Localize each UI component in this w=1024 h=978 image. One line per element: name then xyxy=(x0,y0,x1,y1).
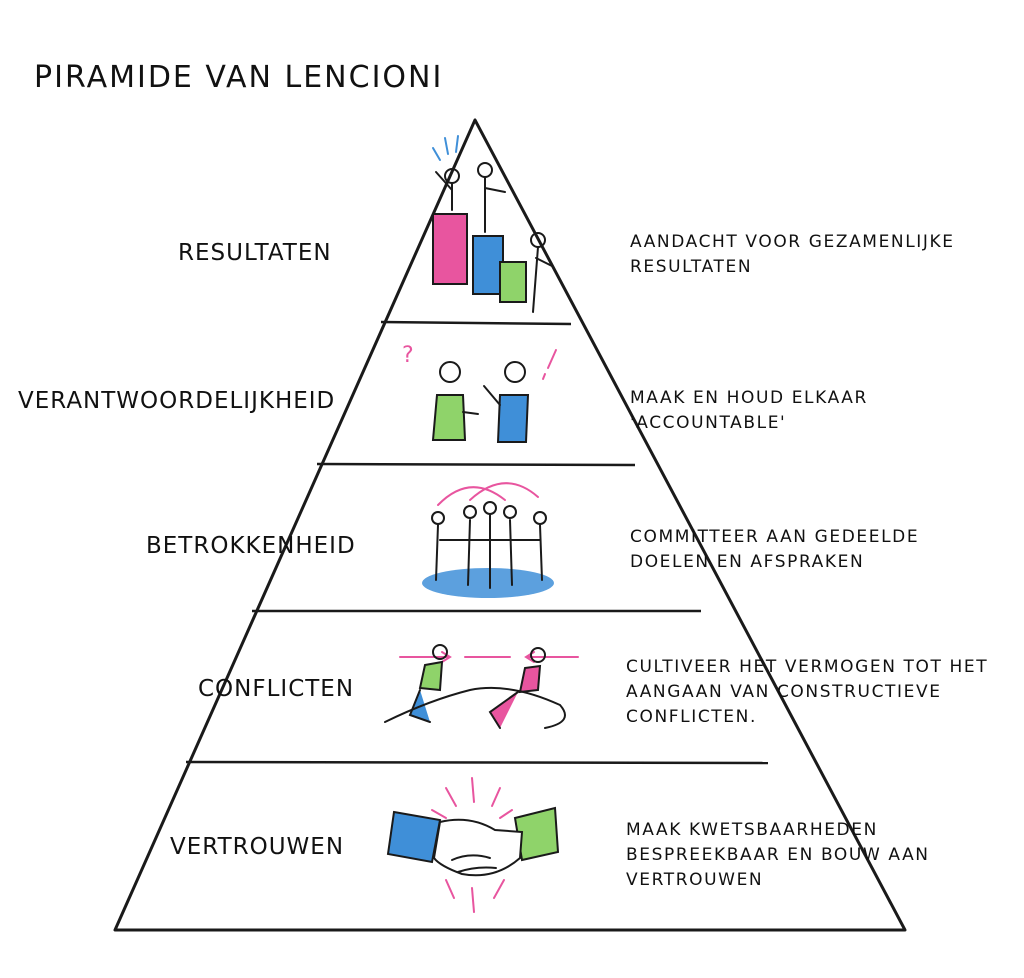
level-description-vertrouwen: MAAK KWETSBAARHEDEN BESPREEKBAAR EN BOUW… xyxy=(626,820,930,890)
level-divider xyxy=(185,760,769,765)
handshake-icon xyxy=(386,777,560,913)
diagram-title: PIRAMIDE VAN LENCIONI xyxy=(34,60,444,96)
level-divider xyxy=(316,462,636,467)
team-results-icon xyxy=(432,135,553,313)
level-description-resultaten: AANDACHT VOOR GEZAMENLIJKE RESULTATEN xyxy=(630,232,955,277)
level-description-verantwoordelijkheid: MAAK EN HOUD ELKAAR 'ACCOUNTABLE' xyxy=(630,388,868,433)
pyramid-outline xyxy=(113,118,907,932)
level-label-betrokkenheid: BETROKKENHEID xyxy=(146,533,356,559)
level-label-verantwoordelijkheid: VERANTWOORDELIJKHEID xyxy=(18,388,336,414)
level-description-conflicten: CULTIVEER HET VERMOGEN TOT HET AANGAAN V… xyxy=(626,657,989,727)
team-commitment-circle-icon xyxy=(422,482,554,598)
accountability-discussion-icon: ? xyxy=(402,343,557,443)
tug-of-war-icon xyxy=(384,644,579,729)
level-label-vertrouwen: VERTROUWEN xyxy=(170,834,345,860)
level-label-conflicten: CONFLICTEN xyxy=(198,676,355,702)
svg-text:?: ? xyxy=(402,343,414,368)
level-divider xyxy=(380,320,572,326)
level-label-resultaten: RESULTATEN xyxy=(178,240,332,266)
level-description-betrokkenheid: COMMITTEER AAN GEDEELDE DOELEN EN AFSPRA… xyxy=(630,527,920,572)
